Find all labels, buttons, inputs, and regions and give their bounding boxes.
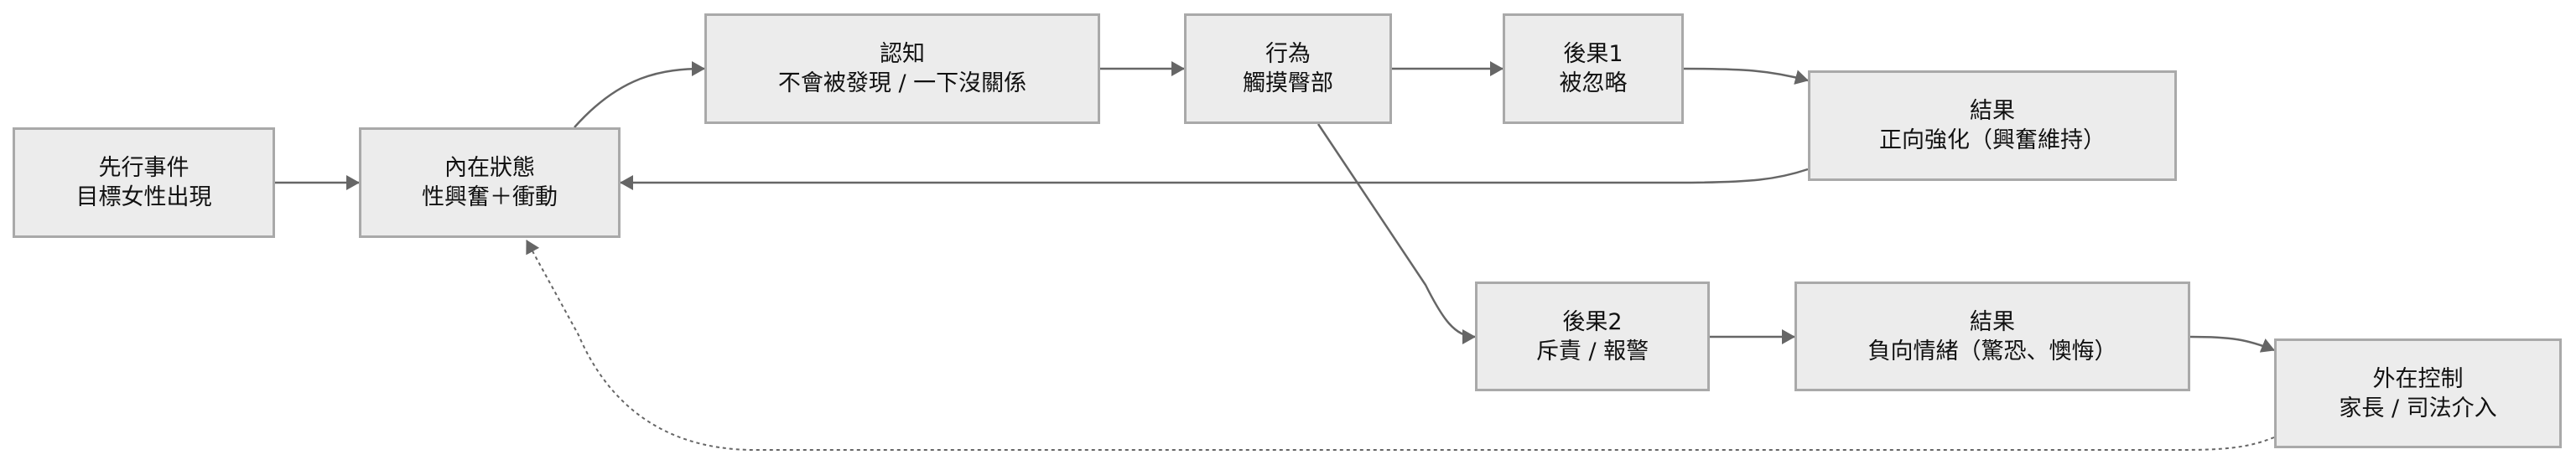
node-detail: 被忽略	[1559, 70, 1628, 96]
node-title: 後果2	[1562, 308, 1623, 335]
node-title: 認知	[880, 41, 925, 67]
edge-result-negative-to-external	[2189, 335, 2275, 353]
node-detail: 負向情緒（驚恐、懊悔）	[1867, 338, 2117, 364]
node-consequence-1: 後果1 被忽略	[1503, 13, 1684, 124]
node-detail: 目標女性出現	[75, 184, 212, 210]
node-external-control: 外在控制 家長 / 司法介入	[2274, 338, 2562, 448]
edge-behavior-to-consequence2	[1317, 123, 1476, 344]
node-detail: 不會被發現 / 一下沒關係	[777, 70, 1027, 96]
node-detail: 斥責 / 報警	[1535, 338, 1649, 364]
node-title: 先行事件	[98, 155, 190, 181]
node-result-negative: 結果 負向情緒（驚恐、懊悔）	[1794, 282, 2190, 391]
node-behavior: 行為 觸摸臀部	[1184, 13, 1392, 124]
node-detail: 正向強化（興奮維持）	[1879, 127, 2106, 153]
node-title: 結果	[1970, 98, 2015, 124]
edge-external-to-internal-dotted	[526, 240, 2275, 451]
node-title: 結果	[1970, 308, 2015, 335]
node-result-positive: 結果 正向強化（興奮維持）	[1808, 70, 2177, 181]
node-antecedent: 先行事件 目標女性出現	[13, 127, 275, 238]
node-title: 內在狀態	[444, 155, 535, 181]
node-cognition: 認知 不會被發現 / 一下沒關係	[704, 13, 1100, 124]
node-detail: 家長 / 司法介入	[2339, 395, 2497, 421]
edge-consequence1-to-result-positive	[1682, 67, 1809, 85]
node-title: 後果1	[1563, 41, 1623, 67]
node-internal-state: 內在狀態 性興奮＋衝動	[359, 127, 621, 238]
node-title: 外在控制	[2372, 365, 2464, 392]
edge-result-positive-to-internal	[620, 168, 1809, 190]
node-title: 行為	[1265, 41, 1311, 67]
node-detail: 性興奮＋衝動	[422, 184, 558, 210]
node-consequence-2: 後果2 斥責 / 報警	[1475, 282, 1710, 391]
node-detail: 觸摸臀部	[1243, 70, 1333, 96]
edge-internal-to-cognition	[574, 61, 705, 128]
